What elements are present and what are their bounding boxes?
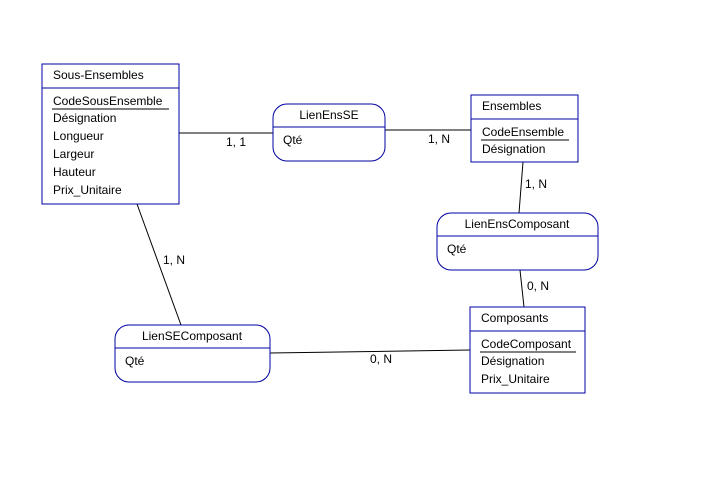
cardinality-ensembles-lienensse: 1, N (428, 132, 450, 146)
entity-sous-ensembles[interactable]: Sous-Ensembles CodeSousEnsemble Désignat… (41, 63, 180, 205)
entity-key: CodeSousEnsemble (53, 94, 163, 108)
cardinality-labels: 1, 1 1, N 1, N 0, N 1, N 0, N (163, 132, 549, 366)
entity-attribute: Longueur (53, 129, 104, 143)
entity-title: Ensembles (482, 99, 541, 113)
entity-attribute: Désignation (53, 111, 116, 125)
association-lienensse[interactable]: LienEnsSE Qté (272, 103, 386, 162)
cardinality-composants-lienenscomposant: 0, N (527, 279, 549, 293)
line-liensecomposant-composants (269, 349, 471, 354)
association-attribute: Qté (447, 242, 467, 256)
association-liensecomposant[interactable]: LienSEComposant Qté (114, 324, 271, 383)
entity-attribute: Prix_Unitaire (53, 183, 122, 197)
line-lienenscomposant-composants (519, 269, 525, 308)
cardinality-composants-liensecomposant: 0, N (370, 352, 392, 366)
association-attribute: Qté (125, 354, 145, 368)
line-se-liensecomposant (136, 203, 182, 326)
association-title: LienEnsComposant (465, 217, 570, 231)
entity-attribute: Désignation (481, 354, 544, 368)
association-title: LienSEComposant (142, 329, 243, 343)
entity-title: Sous-Ensembles (53, 68, 144, 82)
line-ensembles-lienenscomposant (518, 161, 524, 214)
entity-key: CodeComposant (481, 337, 572, 351)
entity-title: Composants (481, 311, 548, 325)
connectors (136, 129, 525, 354)
entity-composants[interactable]: Composants CodeComposant Désignation Pri… (469, 306, 586, 394)
cardinality-se-liensecomposant: 1, N (163, 253, 185, 267)
entity-key: CodeEnsemble (482, 125, 564, 139)
association-title: LienEnsSE (299, 108, 358, 122)
entity-attribute: Prix_Unitaire (481, 372, 550, 386)
entity-attribute: Désignation (482, 142, 545, 156)
entity-attribute: Hauteur (53, 165, 96, 179)
cardinality-ensembles-lienenscomposant: 1, N (525, 177, 547, 191)
cardinality-se-lienensse: 1, 1 (226, 135, 246, 149)
association-attribute: Qté (283, 133, 303, 147)
entity-attribute: Largeur (53, 147, 94, 161)
entity-ensembles[interactable]: Ensembles CodeEnsemble Désignation (470, 94, 579, 163)
association-lienenscomposant[interactable]: LienEnsComposant Qté (436, 212, 599, 271)
